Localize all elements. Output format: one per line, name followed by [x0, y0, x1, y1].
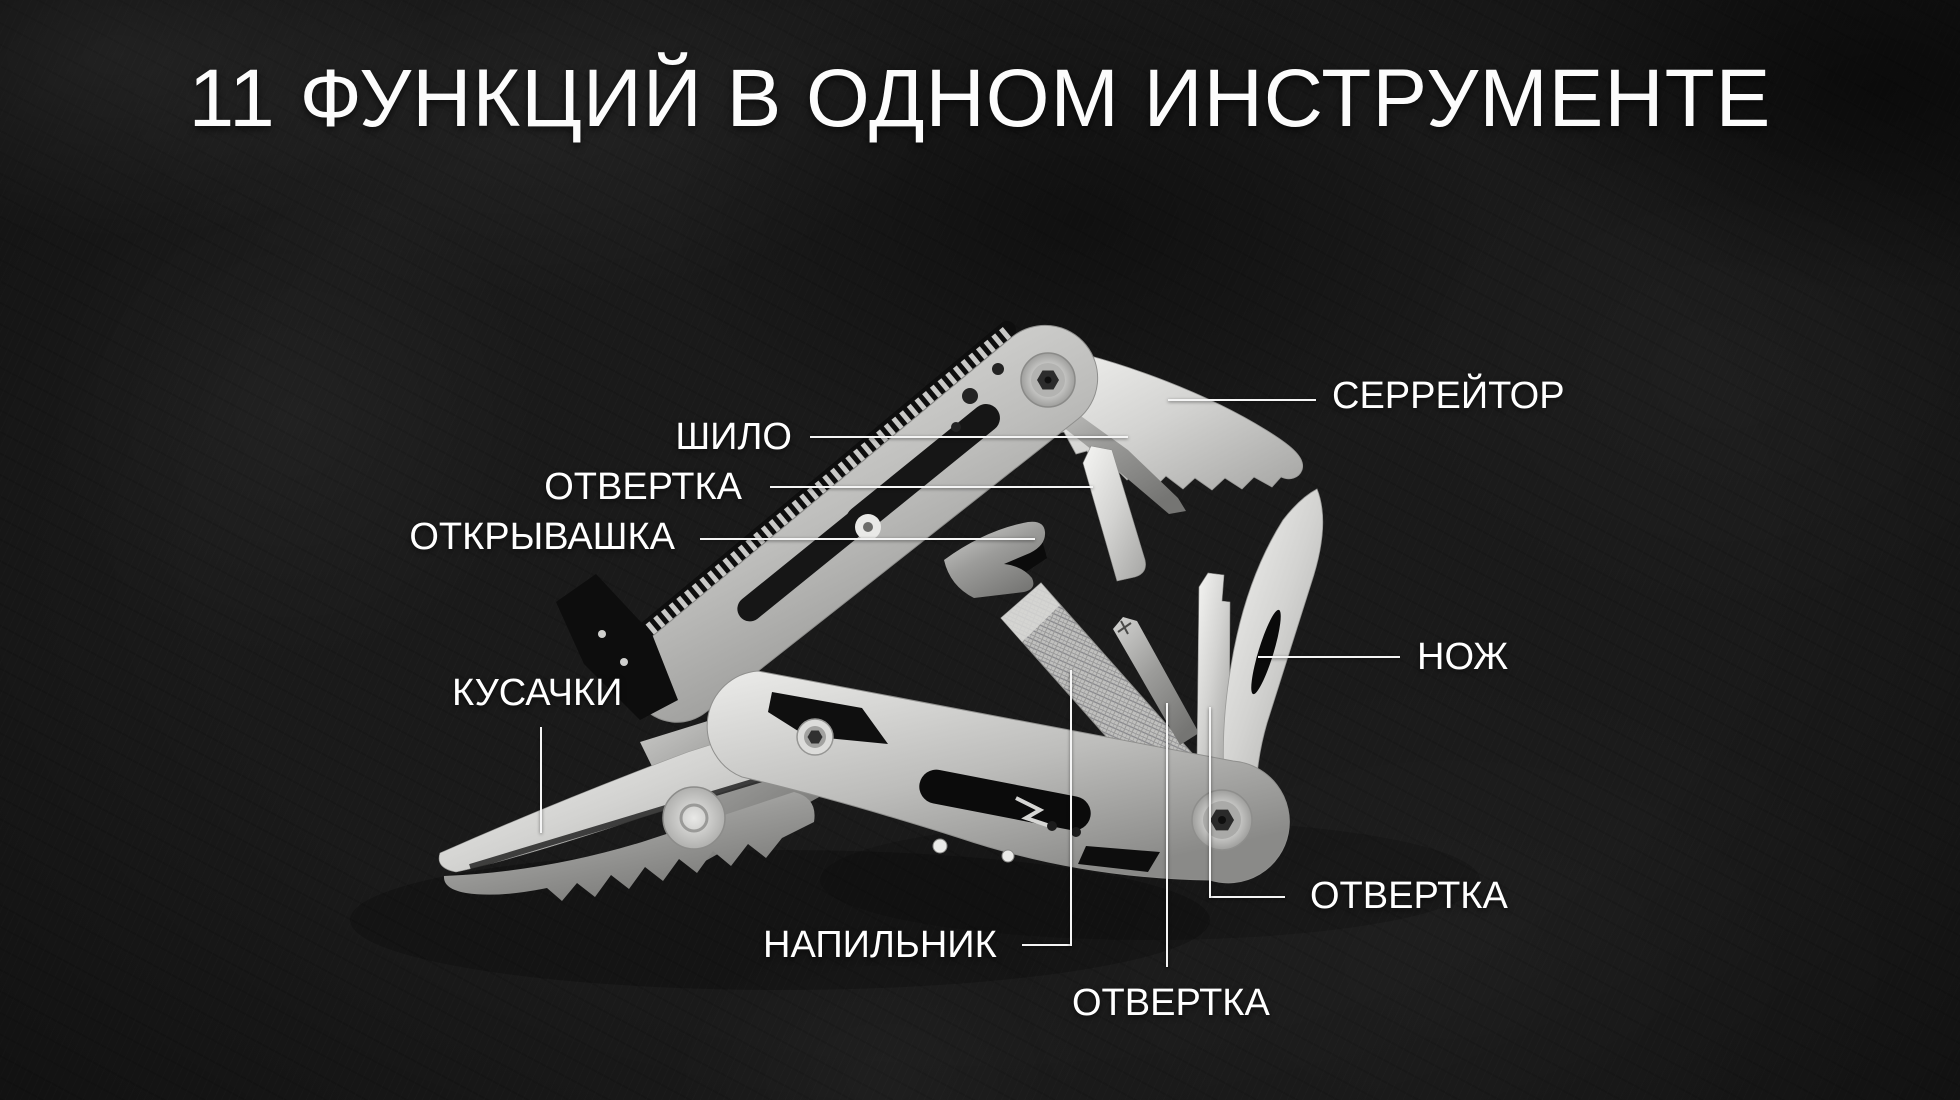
callout-line-serreitor: [1168, 399, 1316, 401]
label-serrated-blade: СЕРРЕЙТОР: [1332, 375, 1565, 417]
label-knife: НОЖ: [1417, 636, 1509, 678]
callout-line-otvertka-right-v: [1209, 707, 1211, 898]
callout-line-otkryvashka: [700, 538, 1035, 540]
label-screwdriver-right: ОТВЕРТКА: [1310, 875, 1508, 917]
label-screwdriver-bottom: ОТВЕРТКА: [1072, 982, 1270, 1024]
callout-line-napilnik-v: [1070, 670, 1072, 946]
callout-line-nozh: [1258, 656, 1400, 658]
callout-line-kusachki: [540, 727, 542, 833]
label-wire-cutters: КУСАЧКИ: [452, 672, 623, 714]
label-screwdriver-left: ОТВЕРТКА: [544, 466, 742, 508]
callout-line-otvertka-right-h: [1209, 896, 1285, 898]
callout-line-otvertka-left: [770, 486, 1093, 488]
page-title: 11 ФУНКЦИЙ В ОДНОМ ИНСТРУМЕНТЕ: [188, 53, 1772, 144]
label-file: НАПИЛЬНИК: [763, 924, 997, 966]
callout-line-shilo: [810, 436, 1128, 438]
label-awl: ШИЛО: [675, 416, 792, 458]
callout-line-napilnik-h: [1022, 944, 1072, 946]
label-bottle-opener: ОТКРЫВАШКА: [409, 516, 675, 558]
callout-line-otvertka-bottom: [1166, 703, 1168, 967]
